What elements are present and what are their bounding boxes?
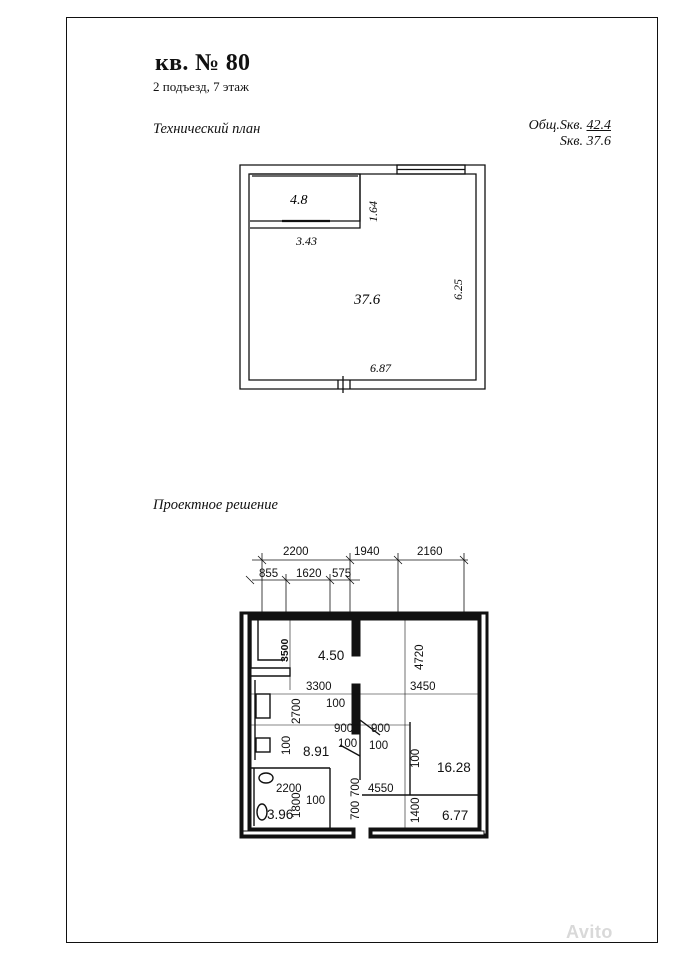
kitchen-width-dim: 3300 bbox=[306, 681, 332, 693]
total-area-value: 42.4 bbox=[586, 118, 612, 133]
top-subdim-1: 855 bbox=[259, 568, 278, 580]
top-dim-3: 2160 bbox=[417, 546, 443, 558]
drawing-frame bbox=[66, 17, 658, 943]
hall-area: 6.77 bbox=[442, 808, 468, 823]
bath-height-dim: 1800 bbox=[291, 792, 303, 818]
bedroom-area: 16.28 bbox=[437, 760, 471, 775]
balcony-area: 4.50 bbox=[318, 648, 344, 663]
top-dim-2: 1940 bbox=[354, 546, 380, 558]
bath-width-dim: 2200 bbox=[276, 783, 302, 795]
wall-a-dim: 100 bbox=[326, 698, 345, 710]
area-summary: Общ.Sкв. 42.4 Sкв. 37.6 bbox=[505, 118, 611, 150]
living-area-value: 37.6 bbox=[586, 134, 612, 149]
corridor-a-dim: 700 bbox=[350, 801, 362, 820]
apartment-title: кв. № 80 bbox=[155, 50, 251, 76]
corridor-b-dim: 700 bbox=[350, 778, 362, 797]
apartment-subtitle: 2 подъезд, 7 этаж bbox=[153, 79, 250, 94]
living-area-label: Sкв. bbox=[559, 134, 583, 149]
total-area-label: Общ.Sкв. bbox=[528, 118, 583, 133]
wall-c-dim: 100 bbox=[369, 740, 388, 752]
balcony-area-label: 4.8 bbox=[290, 193, 308, 208]
balcony-height-dim: 3500 bbox=[279, 638, 291, 662]
top-dim-1: 2200 bbox=[283, 546, 309, 558]
technical-plan-heading: Технический план bbox=[153, 121, 261, 137]
bathroom-area: 3.96 bbox=[267, 807, 293, 822]
bedroom-width-dim: 3450 bbox=[410, 681, 436, 693]
watermark: Avito bbox=[566, 922, 613, 942]
bedroom-height-dim: 4720 bbox=[414, 644, 426, 670]
wall-d-dim: 100 bbox=[281, 736, 293, 755]
kitchen-height-dim: 2700 bbox=[291, 698, 303, 724]
wall-b-dim: 100 bbox=[338, 738, 357, 750]
wall-e-dim: 100 bbox=[410, 749, 422, 768]
room-width-dim: 6.87 bbox=[370, 361, 392, 375]
top-subdim-3: 575 bbox=[332, 568, 351, 580]
room-depth-dim: 6.25 bbox=[451, 279, 465, 300]
kitchen-living-area: 8.91 bbox=[303, 744, 329, 759]
balcony-depth-dim: 1.64 bbox=[366, 201, 380, 222]
wall-f-dim: 100 bbox=[306, 795, 325, 807]
hall-height-dim: 1400 bbox=[410, 797, 422, 823]
top-subdim-2: 1620 bbox=[296, 568, 322, 580]
main-area-label: 37.6 bbox=[353, 292, 381, 308]
design-solution-heading: Проектное решение bbox=[153, 497, 278, 513]
hall-width-dim: 4550 bbox=[368, 783, 394, 795]
door-b-dim: 900 bbox=[371, 723, 390, 735]
door-a-dim: 900 bbox=[334, 723, 353, 735]
balcony-width-dim: 3.43 bbox=[295, 234, 317, 248]
